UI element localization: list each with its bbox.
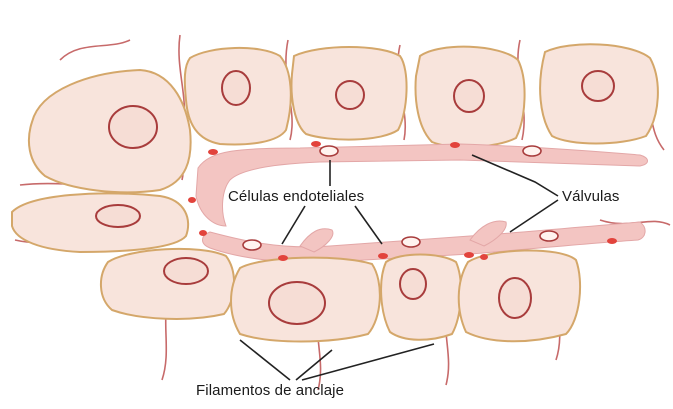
nucleus <box>109 106 157 148</box>
nucleus <box>582 71 614 101</box>
vessel-upper-wall <box>196 144 648 226</box>
junction-point <box>311 141 321 147</box>
leader-filament-1 <box>240 340 290 380</box>
label-anchoring-filaments: Filamentos de anclaje <box>196 382 344 399</box>
nucleus <box>400 269 426 299</box>
endothelial-nucleus <box>320 146 338 156</box>
bottom-cells <box>101 249 580 342</box>
nucleus <box>164 258 208 284</box>
nucleus <box>269 282 325 324</box>
endothelial-nucleus <box>540 231 558 241</box>
label-endothelial-cells: Células endoteliales <box>228 188 364 205</box>
junction-point <box>464 252 474 258</box>
leader-filament-2 <box>296 350 332 380</box>
leader-valvulas-lower <box>510 200 558 232</box>
nucleus <box>222 71 250 105</box>
label-valves: Válvulas <box>562 188 620 205</box>
nucleus <box>96 205 140 227</box>
junction-point <box>480 254 488 260</box>
junction-point <box>607 238 617 244</box>
endothelial-nucleus <box>243 240 261 250</box>
filament <box>60 40 130 60</box>
cell <box>101 249 234 319</box>
nucleus <box>454 80 484 112</box>
endothelial-nucleus <box>402 237 420 247</box>
junction-point <box>378 253 388 259</box>
nucleus <box>499 278 531 318</box>
nucleus <box>336 81 364 109</box>
junction-point <box>278 255 288 261</box>
junction-point <box>208 149 218 155</box>
leader-endothelial-left <box>282 206 305 244</box>
junction-point <box>188 197 196 203</box>
junction-point <box>199 230 207 236</box>
top-cells <box>29 44 658 192</box>
leader-endothelial-right <box>355 206 382 244</box>
leader-filament-3 <box>302 344 434 380</box>
junction-point <box>450 142 460 148</box>
left-cells <box>12 193 188 252</box>
endothelial-nucleus <box>523 146 541 156</box>
